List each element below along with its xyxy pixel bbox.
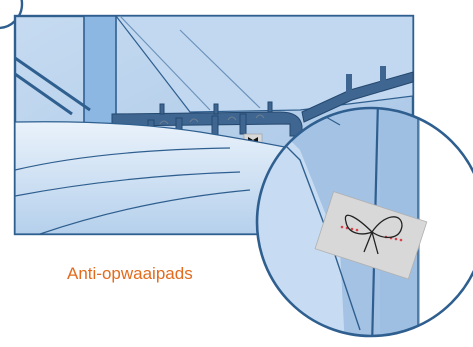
rail-post [380, 66, 386, 82]
caption-label: Anti-opwaaipads [67, 264, 193, 284]
rail-post [346, 74, 352, 94]
pillar [84, 16, 116, 128]
